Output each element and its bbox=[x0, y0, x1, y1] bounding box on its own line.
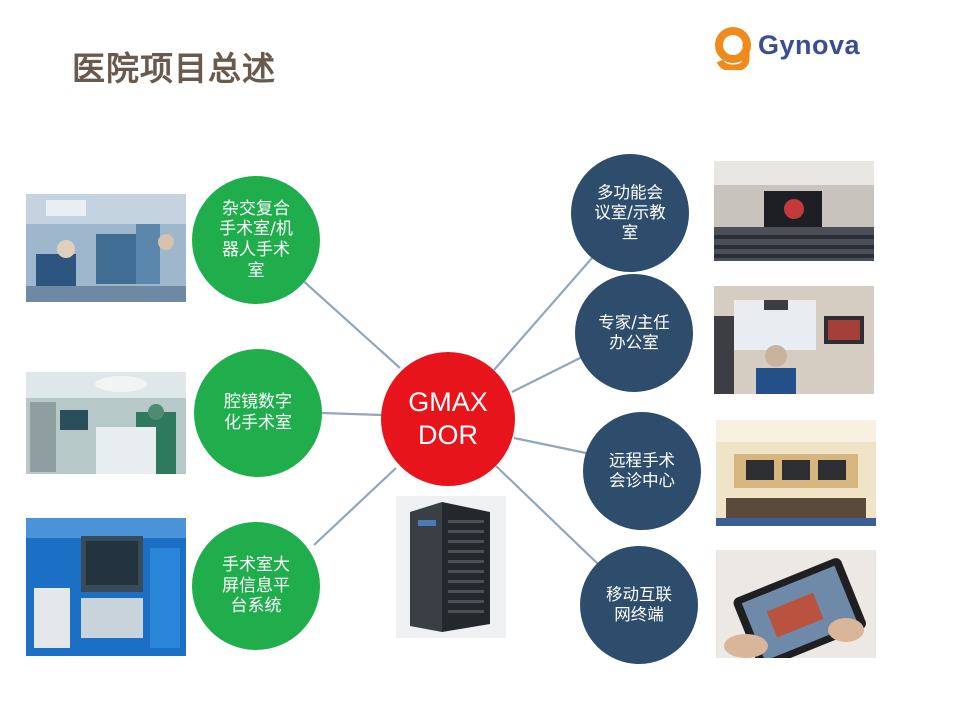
node-expert-office-label: 专家/主任 办公室 bbox=[598, 312, 670, 352]
tablet-photo bbox=[716, 550, 876, 658]
node-mobile-terminal: 移动互联 网终端 bbox=[580, 546, 698, 664]
node-or-info-platform: 手术室大 屏信息平 台系统 bbox=[192, 522, 320, 650]
node-gmax-dor: GMAX DOR bbox=[381, 352, 515, 486]
page-title: 医院项目总述 bbox=[72, 49, 276, 88]
connector-line-6 bbox=[513, 436, 587, 455]
expert-office-photo bbox=[714, 286, 874, 394]
logo-text: Gynova bbox=[758, 30, 861, 60]
connector-line-3 bbox=[313, 467, 397, 546]
connector-line-1 bbox=[299, 277, 401, 369]
node-gmax-dor-label: GMAX DOR bbox=[408, 387, 488, 450]
node-laparoscopic-or: 腔镜数字 化手术室 bbox=[194, 349, 322, 477]
node-conference-room-label: 多功能会 议室/示教 室 bbox=[594, 182, 666, 243]
consultation-center-photo bbox=[716, 420, 876, 526]
node-hybrid-or-label: 杂交复合 手术室/机 器人手术 室 bbox=[219, 198, 293, 281]
auditorium-photo bbox=[714, 161, 874, 261]
connector-line-2 bbox=[321, 411, 383, 417]
info-panel-photo bbox=[26, 518, 186, 656]
node-expert-office: 专家/主任 办公室 bbox=[575, 274, 693, 392]
server-cabinet-icon bbox=[396, 496, 506, 638]
node-hybrid-or: 杂交复合 手术室/机 器人手术 室 bbox=[192, 176, 320, 304]
node-laparoscopic-or-label: 腔镜数字 化手术室 bbox=[224, 392, 292, 433]
gynova-logo: Gynova bbox=[712, 26, 882, 72]
robotic-surgery-photo bbox=[26, 194, 186, 302]
laparoscopic-surgery-photo bbox=[26, 372, 186, 474]
connector-line-4 bbox=[493, 257, 593, 371]
node-conference-room: 多功能会 议室/示教 室 bbox=[571, 154, 689, 272]
node-remote-consultation: 远程手术 会诊中心 bbox=[583, 412, 701, 530]
node-mobile-terminal-label: 移动互联 网终端 bbox=[606, 584, 672, 624]
node-or-info-platform-label: 手术室大 屏信息平 台系统 bbox=[222, 554, 290, 617]
logo-g-icon bbox=[715, 27, 751, 72]
connector-line-7 bbox=[495, 465, 599, 565]
node-remote-consultation-label: 远程手术 会诊中心 bbox=[609, 450, 675, 490]
connector-line-5 bbox=[511, 356, 583, 393]
